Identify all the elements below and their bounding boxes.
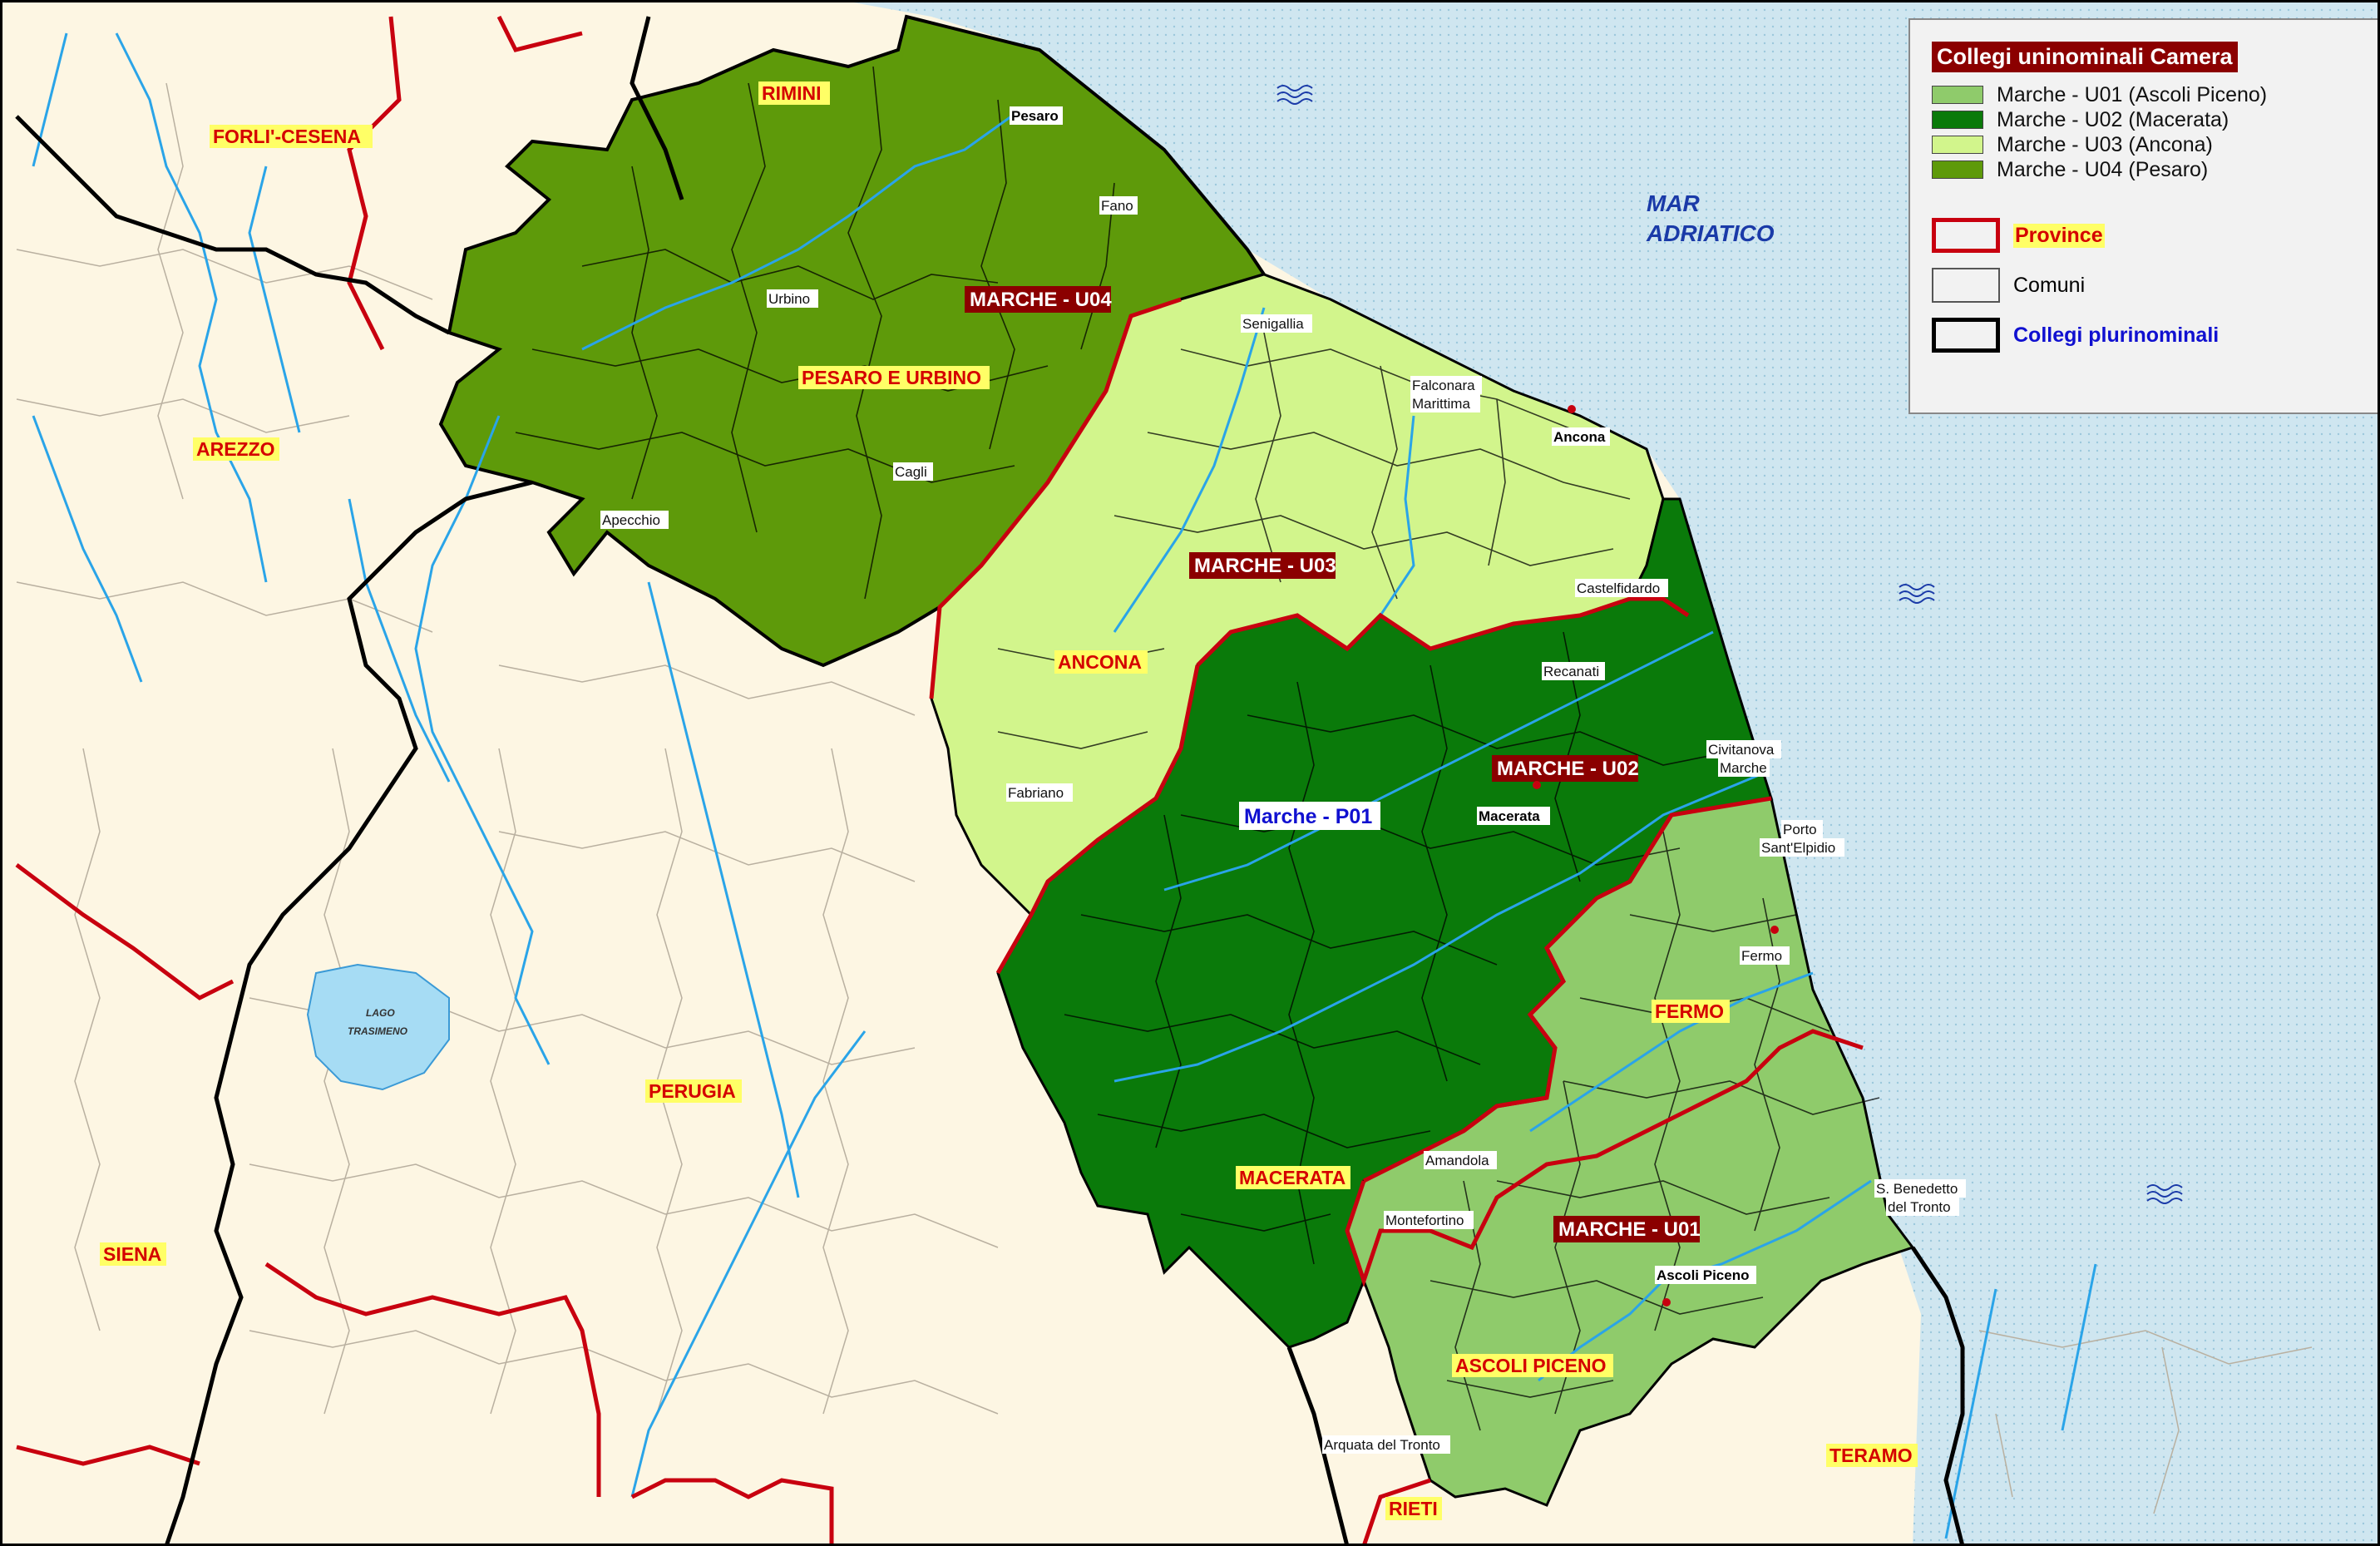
legend-label-comuni: Comuni	[2013, 273, 2086, 297]
label-collegio-u02: MARCHE - U02	[1497, 758, 1639, 780]
label-town-cagli: Cagli	[895, 464, 927, 480]
label-town-recanati: Recanati	[1543, 664, 1599, 679]
marker-macerata	[1533, 781, 1541, 789]
label-town-pesaro: Pesaro	[1011, 108, 1059, 124]
rivers	[32, 32, 2097, 1539]
label-collegio-u01: MARCHE - U01	[1558, 1218, 1701, 1241]
legend-swatch-u02	[1932, 111, 1983, 129]
legend-swatch-comuni	[1932, 268, 2000, 303]
label-prov-fermo: FERMO	[1655, 1000, 1724, 1022]
legend-label-u01: Marche - U01 (Ascoli Piceno)	[1997, 82, 2268, 106]
marker-ancona	[1568, 405, 1576, 413]
label-town-apecchio: Apecchio	[602, 512, 660, 528]
legend-title: Collegi uninominali Camera	[1932, 42, 2238, 72]
label-prov-macerata: MACERATA	[1239, 1167, 1346, 1188]
label-town-falconara-2: Marittima	[1412, 396, 1470, 412]
province-borders	[15, 15, 1864, 1546]
label-town-ancona: Ancona	[1553, 429, 1606, 445]
label-prov-ascoli: ASCOLI PICENO	[1455, 1355, 1606, 1376]
label-prov-arezzo: AREZZO	[196, 438, 275, 460]
legend-label-u03: Marche - U03 (Ancona)	[1997, 132, 2213, 156]
collegio-labels: MARCHE - U04 MARCHE - U03 MARCHE - U02 M…	[965, 286, 1701, 1242]
legend-label-u04: Marche - U04 (Pesaro)	[1997, 157, 2209, 181]
label-sea-line2: ADRIATICO	[1646, 220, 1775, 246]
label-town-castelfidardo: Castelfidardo	[1577, 580, 1660, 596]
label-prov-rieti: RIETI	[1389, 1498, 1438, 1519]
label-town-macerata: Macerata	[1479, 808, 1540, 824]
legend-swatch-plurinominali	[1932, 318, 2000, 353]
legend-item-u04: Marche - U04 (Pesaro)	[1932, 157, 2378, 182]
legend-item-comuni: Comuni	[1932, 260, 2378, 310]
legend-swatch-u04	[1932, 161, 1983, 179]
map-legend: Collegi uninominali Camera Marche - U01 …	[1908, 18, 2380, 414]
label-town-montefortino: Montefortino	[1385, 1213, 1464, 1228]
label-prov-perugia: PERUGIA	[649, 1080, 736, 1102]
label-prov-siena: SIENA	[103, 1243, 161, 1265]
legend-item-u03: Marche - U03 (Ancona)	[1932, 132, 2378, 157]
label-town-ascoli: Ascoli Piceno	[1657, 1267, 1749, 1283]
label-town-senigallia: Senigallia	[1242, 316, 1304, 332]
marker-ascoli	[1662, 1298, 1671, 1306]
label-town-falconara-1: Falconara	[1412, 378, 1475, 393]
label-town-amandola: Amandola	[1425, 1153, 1489, 1168]
label-collegio-u03: MARCHE - U03	[1194, 555, 1336, 577]
label-town-sbenedetto-1: S. Benedetto	[1876, 1181, 1958, 1197]
legend-swatch-province	[1932, 218, 2000, 253]
label-town-portose-1: Porto	[1783, 822, 1817, 837]
label-town-portose-2: Sant'Elpidio	[1761, 840, 1835, 856]
label-sea-line1: MAR	[1647, 190, 1701, 216]
label-town-fano: Fano	[1101, 198, 1133, 214]
province-labels: RIMINI FORLI'-CESENA AREZZO PERUGIA SIEN…	[100, 81, 1918, 1520]
label-prov-forli: FORLI'-CESENA	[213, 126, 361, 147]
legend-item-u02: Marche - U02 (Macerata)	[1932, 107, 2378, 132]
marker-fermo	[1770, 926, 1779, 934]
legend-item-plurinominali: Collegi plurinominali	[1932, 310, 2378, 360]
legend-item-province: Province	[1932, 210, 2378, 260]
label-prov-teramo: TERAMO	[1829, 1445, 1913, 1466]
label-town-fermo: Fermo	[1741, 948, 1782, 964]
label-prov-ancona: ANCONA	[1058, 651, 1142, 673]
label-town-arquata: Arquata del Tronto	[1324, 1437, 1440, 1453]
label-town-civitanova-1: Civitanova	[1708, 742, 1775, 758]
label-town-sbenedetto-2: del Tronto	[1888, 1199, 1951, 1215]
label-town-civitanova-2: Marche	[1720, 760, 1767, 776]
collegio-borders	[15, 16, 1965, 1546]
legend-label-province: Province	[2013, 223, 2105, 248]
town-labels: Pesaro Fano Urbino Cagli Apecchio Seniga…	[600, 106, 1966, 1454]
legend-swatch-u01	[1932, 86, 1983, 104]
legend-item-u01: Marche - U01 (Ascoli Piceno)	[1932, 82, 2378, 107]
label-town-urbino: Urbino	[768, 291, 810, 307]
lake-trasimeno	[306, 963, 450, 1091]
label-lake-line1: LAGO	[366, 1007, 395, 1019]
wave-icon	[1276, 85, 2183, 1204]
label-prov-pesaro: PESARO E URBINO	[802, 367, 981, 388]
label-collegio-u04: MARCHE - U04	[970, 289, 1112, 311]
label-collegio-p01: Marche - P01	[1244, 805, 1372, 828]
legend-swatch-u03	[1932, 136, 1983, 154]
label-lake-line2: TRASIMENO	[348, 1025, 408, 1037]
legend-label-u02: Marche - U02 (Macerata)	[1997, 107, 2229, 131]
legend-label-plurinominali: Collegi plurinominali	[2013, 323, 2220, 347]
label-town-fabriano: Fabriano	[1008, 785, 1064, 801]
label-prov-rimini: RIMINI	[762, 82, 822, 104]
